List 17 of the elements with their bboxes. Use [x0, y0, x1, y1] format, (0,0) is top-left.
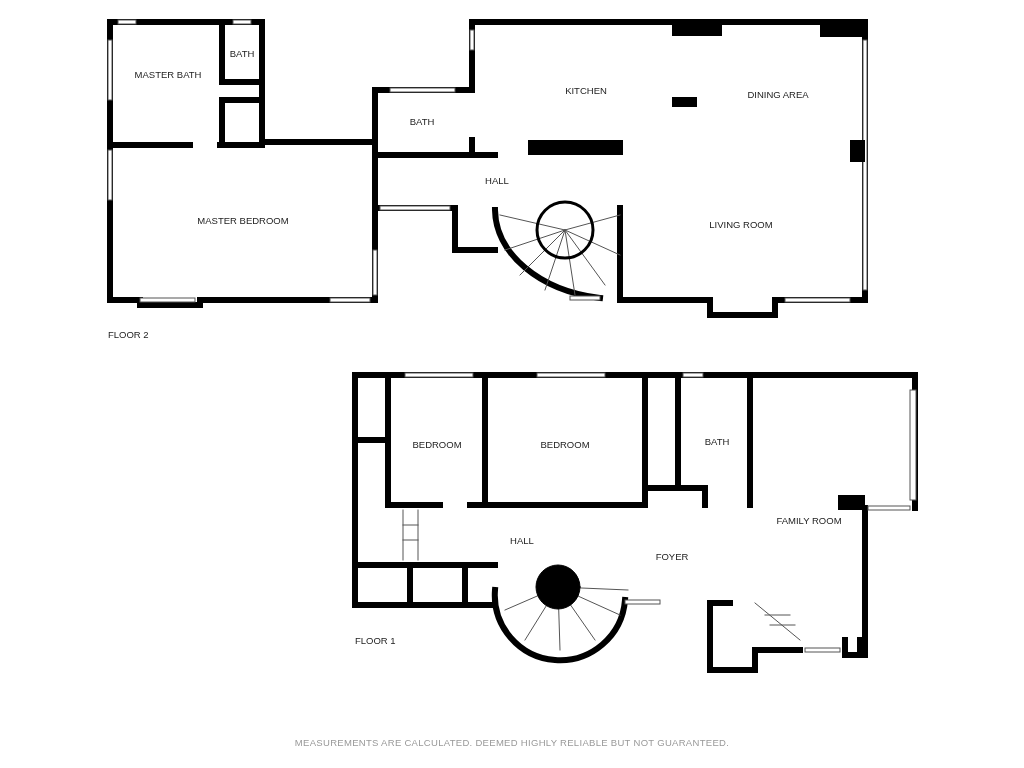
disclaimer-note: MEASUREMENTS ARE CALCULATED. DEEMED HIGHLY RELIABLE BUT NOT GUARANTEED. — [293, 737, 731, 748]
room-label: HALL — [485, 176, 509, 186]
room-label: FAMILY ROOM — [776, 516, 842, 526]
room-label: BEDROOM — [540, 440, 590, 450]
room-label: KITCHEN — [565, 86, 607, 96]
room-label: FOYER — [655, 552, 689, 562]
room-label: BEDROOM — [412, 440, 462, 450]
room-label: BATH — [704, 437, 730, 447]
floor-label: FLOOR 2 — [108, 330, 149, 340]
room-label: HALL — [510, 536, 534, 546]
room-label: LIVING ROOM — [709, 220, 773, 230]
room-label: MASTER BATH — [134, 70, 202, 80]
room-label: MASTER BEDROOM — [197, 216, 289, 226]
room-label: BATH — [409, 117, 435, 127]
room-label: DINING AREA — [747, 90, 809, 100]
floor-label: FLOOR 1 — [355, 636, 396, 646]
room-label: BATH — [229, 49, 255, 59]
